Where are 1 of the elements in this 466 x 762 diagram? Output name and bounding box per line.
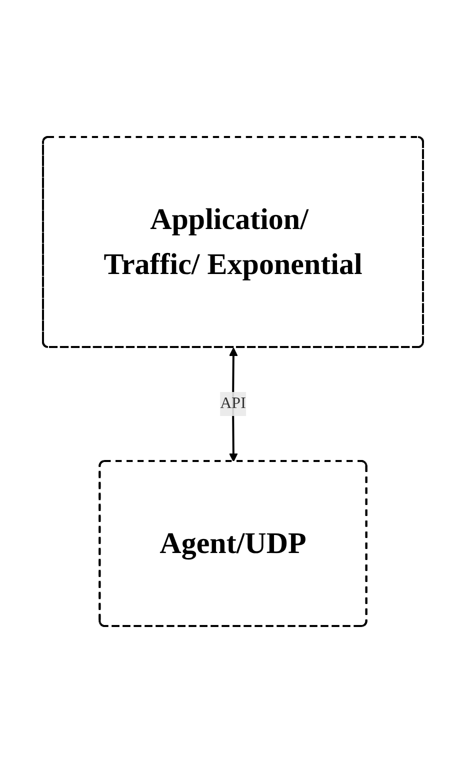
edge-label: API: [220, 394, 246, 412]
